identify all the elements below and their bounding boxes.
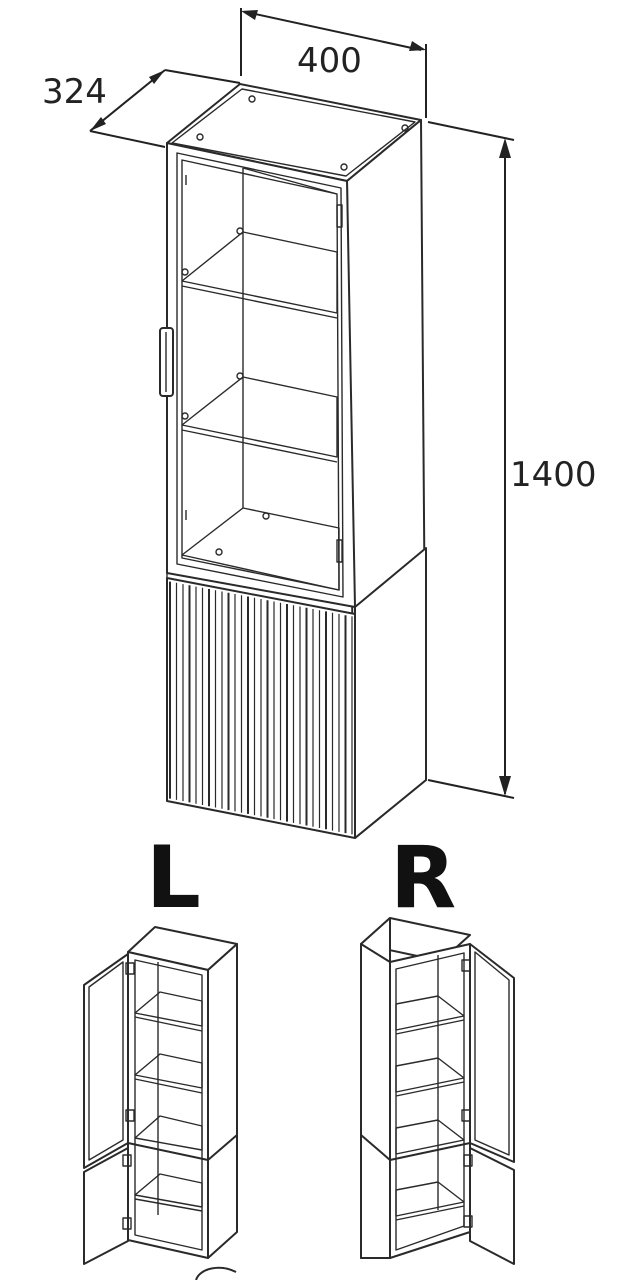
variant-left-cabinet — [83, 926, 238, 1265]
fluted-door — [166, 577, 356, 839]
open-glass-door — [469, 943, 515, 1163]
hinge-icon — [463, 1215, 473, 1228]
hinge-icon — [463, 1154, 473, 1167]
hinge-icon — [125, 1109, 135, 1122]
dimension-height: 1400 — [427, 121, 597, 799]
open-lower-door — [469, 1147, 515, 1265]
hinge-icon — [122, 1154, 132, 1167]
open-glass-door — [83, 953, 129, 1169]
hinge-icon — [336, 204, 343, 228]
dimension-depth-label: 324 — [42, 72, 107, 112]
hinge-icon — [461, 959, 471, 972]
open-lower-door — [83, 1147, 129, 1265]
main-cabinet: 400 324 1400 — [42, 8, 597, 839]
dimension-width: 400 — [240, 8, 427, 118]
hinge-icon — [461, 1109, 471, 1122]
dimension-height-label: 1400 — [510, 455, 597, 495]
dimension-width-label: 400 — [297, 41, 362, 81]
dimension-depth: 324 — [42, 69, 241, 148]
variant-right-cabinet — [360, 917, 515, 1265]
cut-off-glyph — [195, 1266, 237, 1280]
door-flutes — [169, 581, 353, 835]
glass-door — [159, 142, 356, 608]
variant-left-label: L — [146, 828, 201, 928]
variant-right-label: R — [390, 828, 456, 928]
hinge-icon — [122, 1217, 132, 1230]
hinge-icon — [336, 539, 343, 563]
hinge-icon — [125, 962, 135, 975]
